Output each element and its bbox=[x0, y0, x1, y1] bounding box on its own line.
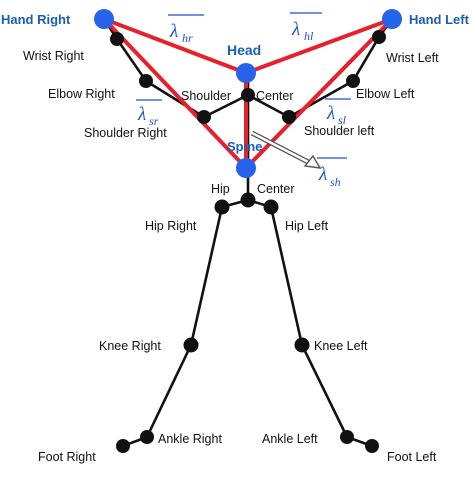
joint-ankle-right bbox=[140, 430, 154, 444]
joint-elbow-left bbox=[346, 74, 360, 88]
joint-wrist-left bbox=[372, 30, 386, 44]
joint-foot-right bbox=[116, 439, 130, 453]
vector-symbol-hl: λ hl bbox=[290, 12, 322, 43]
bone-forearm-left bbox=[351, 35, 381, 83]
label-foot-left: Foot Left bbox=[387, 450, 437, 464]
joint-ankle-left bbox=[340, 430, 354, 444]
label-foot-right: Foot Right bbox=[38, 450, 96, 464]
svg-text:hr: hr bbox=[182, 31, 193, 45]
bone-thigh-right bbox=[189, 205, 224, 347]
joint-hand-right bbox=[94, 9, 114, 29]
vector-symbol-sr: λ sr bbox=[136, 99, 162, 128]
svg-text:sl: sl bbox=[338, 113, 347, 127]
black-joints bbox=[110, 30, 386, 453]
label-hip-center: Center bbox=[257, 182, 295, 196]
key-joints bbox=[94, 9, 402, 178]
svg-text:sr: sr bbox=[149, 114, 159, 128]
label-ankle-left: Ankle Left bbox=[262, 432, 318, 446]
svg-text:hl: hl bbox=[304, 29, 314, 43]
label-wrist-left: Wrist Left bbox=[386, 51, 439, 65]
joint-shoulder-left bbox=[282, 110, 296, 124]
label-hip-right: Hip Right bbox=[145, 219, 197, 233]
joint-labels: Hand Right Hand Left Head Wrist Right Wr… bbox=[1, 12, 470, 464]
bone-shoulder-right bbox=[202, 93, 250, 119]
joint-hip-center bbox=[240, 192, 256, 208]
joint-wrist-right bbox=[110, 32, 124, 46]
bone-shoulder-left bbox=[246, 93, 291, 119]
label-knee-right: Knee Right bbox=[99, 339, 161, 353]
bone-thigh-left bbox=[269, 205, 304, 347]
label-shoulder-right: Shoulder Right bbox=[84, 126, 167, 140]
joint-shoulder-center bbox=[241, 88, 255, 102]
joint-hip-left bbox=[263, 199, 279, 215]
bone-shin-left bbox=[300, 343, 349, 439]
joint-knee-left bbox=[294, 337, 310, 353]
bone-shin-right bbox=[145, 343, 193, 439]
label-hip-left: Hip Left bbox=[285, 219, 329, 233]
svg-text:λ: λ bbox=[318, 164, 327, 185]
vector-hand-right-to-spine bbox=[102, 17, 248, 170]
joint-knee-right bbox=[183, 337, 199, 353]
svg-text:λ: λ bbox=[137, 104, 146, 125]
label-head: Head bbox=[227, 42, 261, 58]
label-hip: Hip bbox=[211, 182, 230, 196]
svg-text:sh: sh bbox=[330, 175, 341, 189]
vector-symbol-sl: λ sl bbox=[325, 98, 351, 127]
label-ankle-right: Ankle Right bbox=[158, 432, 222, 446]
label-hand-left: Hand Left bbox=[409, 12, 470, 27]
joint-spine bbox=[236, 158, 256, 178]
label-shoulder: Shoulder bbox=[181, 89, 231, 103]
label-spine: Spine bbox=[227, 139, 262, 154]
label-wrist-right: Wrist Right bbox=[23, 49, 84, 63]
bone-forearm-right bbox=[115, 37, 148, 83]
joint-foot-left bbox=[365, 439, 379, 453]
label-knee-left: Knee Left bbox=[314, 339, 368, 353]
label-hand-right: Hand Right bbox=[1, 12, 71, 27]
joint-hip-right bbox=[214, 199, 230, 215]
label-elbow-left: Elbow Left bbox=[356, 87, 415, 101]
svg-text:λ: λ bbox=[169, 21, 178, 42]
joint-hand-left bbox=[382, 9, 402, 29]
joint-shoulder-right bbox=[197, 110, 211, 124]
vector-hand-right-to-head bbox=[102, 17, 248, 75]
svg-text:λ: λ bbox=[326, 103, 335, 124]
joint-elbow-right bbox=[139, 74, 153, 88]
label-elbow-right: Elbow Right bbox=[48, 87, 115, 101]
vector-hand-left-to-head bbox=[244, 17, 394, 75]
vector-symbol-hr: λ hr bbox=[168, 14, 204, 45]
label-shoulder-center: Center bbox=[256, 89, 294, 103]
vector-symbol-sh: λ sh bbox=[317, 157, 347, 189]
vector-symbols: λ hr λ hl λ sr λ sl λ sh bbox=[136, 12, 351, 189]
svg-text:λ: λ bbox=[291, 19, 300, 40]
label-shoulder-left: Shoulder left bbox=[304, 124, 375, 138]
sh-arrow bbox=[250, 130, 322, 169]
joint-head bbox=[236, 63, 256, 83]
